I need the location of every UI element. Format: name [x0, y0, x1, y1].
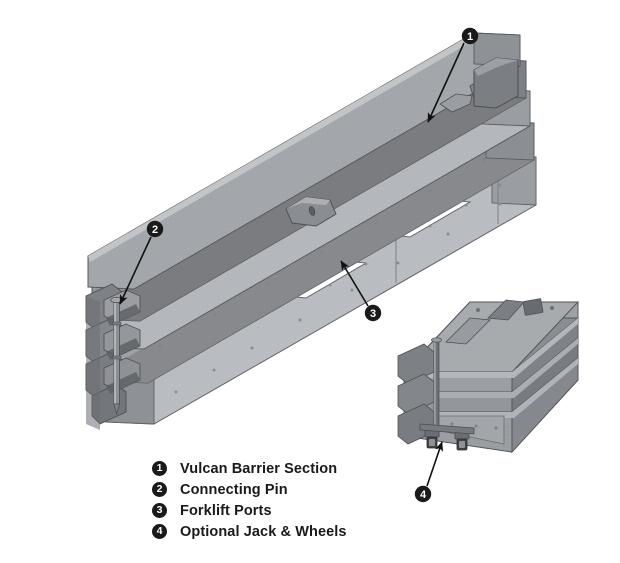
callout-2-number: 2 — [152, 224, 158, 236]
callout-3-badge — [364, 304, 382, 322]
callout-1-badge — [461, 27, 479, 45]
legend: 1 Vulcan Barrier Section 2 Connecting Pi… — [152, 458, 452, 542]
legend-bullet-3: 3 — [152, 503, 167, 518]
barrier-bottom-skirt — [105, 154, 537, 425]
legend-label-3: Forklift Ports — [180, 502, 272, 519]
legend-item-1: 1 Vulcan Barrier Section — [152, 458, 452, 479]
callout-4-number: 4 — [420, 489, 427, 501]
legend-item-3: 3 Forklift Ports — [152, 500, 452, 521]
end-view-top-deck — [402, 298, 580, 373]
legend-label-2: Connecting Pin — [180, 481, 288, 498]
center-lifting-lug — [285, 196, 337, 227]
callout-4-badge — [414, 485, 432, 503]
legend-item-2: 2 Connecting Pin — [152, 479, 452, 500]
legend-bullet-1: 1 — [152, 461, 167, 476]
optional-jack-and-wheels — [419, 423, 475, 451]
callout-3-number: 3 — [370, 308, 376, 320]
vulcan-barrier-section-main — [85, 32, 537, 430]
connecting-pin-rod — [110, 296, 124, 416]
callout-2-badge — [146, 220, 164, 238]
callout-1: 1 — [427, 27, 479, 123]
legend-label-1: Vulcan Barrier Section — [180, 460, 338, 477]
right-end-post — [473, 57, 519, 109]
legend-label-4: Optional Jack & Wheels — [180, 523, 347, 540]
callout-3: 3 — [340, 260, 382, 322]
callout-4: 4 — [414, 441, 444, 503]
callout-2: 2 — [119, 220, 164, 305]
legend-bullet-4: 4 — [152, 524, 167, 539]
vulcan-barrier-section-end-view — [397, 298, 580, 454]
legend-item-4: 4 Optional Jack & Wheels — [152, 521, 452, 542]
callout-1-number: 1 — [467, 31, 473, 43]
lower-rail-rivets — [158, 158, 486, 348]
legend-bullet-2: 2 — [152, 482, 167, 497]
